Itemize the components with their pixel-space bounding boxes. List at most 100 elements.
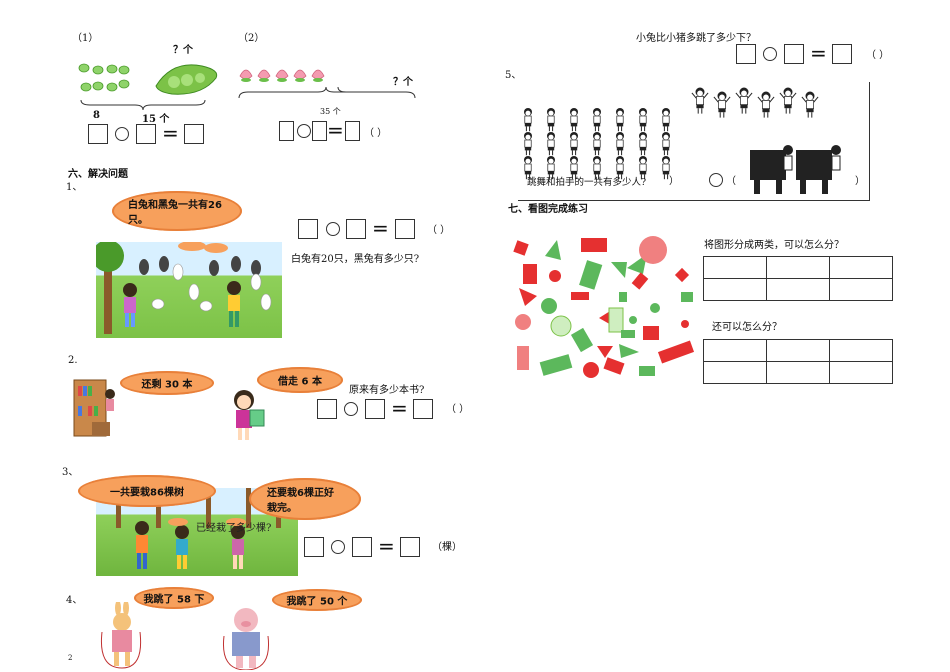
p3-operator-circle[interactable] <box>331 540 345 554</box>
q1-answer-box[interactable] <box>184 124 204 144</box>
child-figure <box>616 156 624 180</box>
child-figure <box>735 87 753 114</box>
table2-cell[interactable] <box>703 339 767 362</box>
p4-unit-paren: （ ） <box>866 50 890 61</box>
table1-cell[interactable] <box>766 278 830 301</box>
q2-brace <box>238 86 416 104</box>
q1-box-2[interactable] <box>136 124 156 144</box>
child-figure <box>547 156 555 180</box>
p4-question: 小兔比小猪多跳了多少下？ <box>636 33 756 44</box>
table1-cell[interactable] <box>703 278 767 301</box>
classify-table-2 <box>703 339 893 384</box>
p2-operator-circle[interactable] <box>344 402 358 416</box>
table2-cell[interactable] <box>829 339 893 362</box>
child-figure <box>570 108 578 132</box>
child-figure <box>593 132 601 156</box>
p4-box-1[interactable] <box>736 44 756 64</box>
p4-left-bubble: 我跳了 58 下 <box>134 587 214 609</box>
p4-operator-circle[interactable] <box>763 47 777 61</box>
q1-question-label: ？个 <box>173 45 193 56</box>
child-figure <box>691 87 709 114</box>
q2-label: （2） <box>238 33 265 44</box>
q2-operator-circle[interactable] <box>297 124 311 138</box>
q1-operator-circle[interactable] <box>115 127 129 141</box>
table2-cell[interactable] <box>829 361 893 384</box>
p4-box-2[interactable] <box>784 44 804 64</box>
p3-number: 3、 <box>62 467 79 478</box>
p4-right-bubble: 我跳了 50 个 <box>272 589 362 611</box>
p2-right-bubble: 借走 6 本 <box>257 367 343 393</box>
p1-number: 1、 <box>66 182 83 193</box>
q2-equals: = <box>327 118 344 142</box>
p1-speech-bubble: 白兔和黑兔一共有26只。 <box>112 191 242 231</box>
p2-equals: = <box>391 396 408 420</box>
p3-box-1[interactable] <box>304 537 324 557</box>
q2-total: 35 个 <box>320 107 341 116</box>
bookshelf-illustration <box>72 378 118 440</box>
q1-box-1[interactable] <box>88 124 108 144</box>
p5-paren-1: ） <box>669 176 679 187</box>
p1-answer-box[interactable] <box>395 219 415 239</box>
q1-left-count: 8 <box>93 110 100 121</box>
child-figure <box>713 91 731 118</box>
peas-icon <box>76 62 132 96</box>
p2-box-1[interactable] <box>317 399 337 419</box>
p1-unit-paren: （ ） <box>427 225 451 236</box>
p5-question: 跳舞和拍手的一共有多少人? <box>527 177 647 188</box>
q2-box-1[interactable] <box>279 121 294 141</box>
table2-cell[interactable] <box>766 361 830 384</box>
table2-cell[interactable] <box>766 339 830 362</box>
pig-jumping-rope-illustration <box>220 604 272 670</box>
p1-box-1[interactable] <box>298 219 318 239</box>
child-figure <box>801 91 819 118</box>
girl-with-book-illustration <box>230 386 270 444</box>
rabbit-jumping-rope-illustration <box>98 602 144 670</box>
q1-label: （1） <box>72 33 99 44</box>
classify-question-1: 将图形分成两类，可以怎么分？ <box>704 240 844 251</box>
p2-box-2[interactable] <box>365 399 385 419</box>
table1-cell[interactable] <box>766 256 830 279</box>
child-figure <box>570 132 578 156</box>
child-figure <box>779 87 797 114</box>
p2-unit-paren: （ ） <box>446 404 470 415</box>
p4-answer-box[interactable] <box>832 44 852 64</box>
p4-number: 4、 <box>66 595 83 606</box>
child-figure <box>524 132 532 156</box>
p2-number: 2. <box>68 355 78 366</box>
p2-question: 原来有多少本书? <box>349 385 425 396</box>
child-figure <box>662 132 670 156</box>
child-figure <box>757 91 775 118</box>
table1-cell[interactable] <box>829 278 893 301</box>
child-figure <box>639 132 647 156</box>
p3-equals: = <box>378 534 395 558</box>
p3-question: 已经栽了多少棵? <box>196 523 272 534</box>
q2-question-label: ？个 <box>393 77 413 88</box>
table2-cell[interactable] <box>703 361 767 384</box>
p3-box-2[interactable] <box>352 537 372 557</box>
q2-box-2[interactable] <box>312 121 327 141</box>
child-figure <box>570 156 578 180</box>
clapping-children-illustration <box>518 104 686 182</box>
child-figure <box>639 156 647 180</box>
p5-illustration-frame <box>518 82 870 201</box>
p1-operator-circle[interactable] <box>326 222 340 236</box>
section-6-title: 六、解决问题 <box>68 169 128 180</box>
peaches-icon <box>238 60 338 84</box>
table1-cell[interactable] <box>829 256 893 279</box>
p1-equals: = <box>372 216 389 240</box>
q2-answer-box[interactable] <box>345 121 360 141</box>
q1-brace <box>80 96 206 111</box>
p3-unit: （棵） <box>432 542 462 553</box>
p2-answer-box[interactable] <box>413 399 433 419</box>
p5-operator-circle[interactable] <box>709 173 723 187</box>
q2-unit-paren: （ ） <box>364 128 388 139</box>
table1-cell[interactable] <box>703 256 767 279</box>
p1-box-2[interactable] <box>346 219 366 239</box>
page-number: 2 <box>68 654 73 662</box>
p3-right-bubble: 还要栽6棵正好栽完。 <box>249 478 361 520</box>
p3-answer-box[interactable] <box>400 537 420 557</box>
p5-paren-3: ） <box>855 176 865 187</box>
section-7-title: 七、看图完成练习 <box>508 204 588 215</box>
q1-equals: = <box>162 121 179 145</box>
child-figure <box>547 132 555 156</box>
